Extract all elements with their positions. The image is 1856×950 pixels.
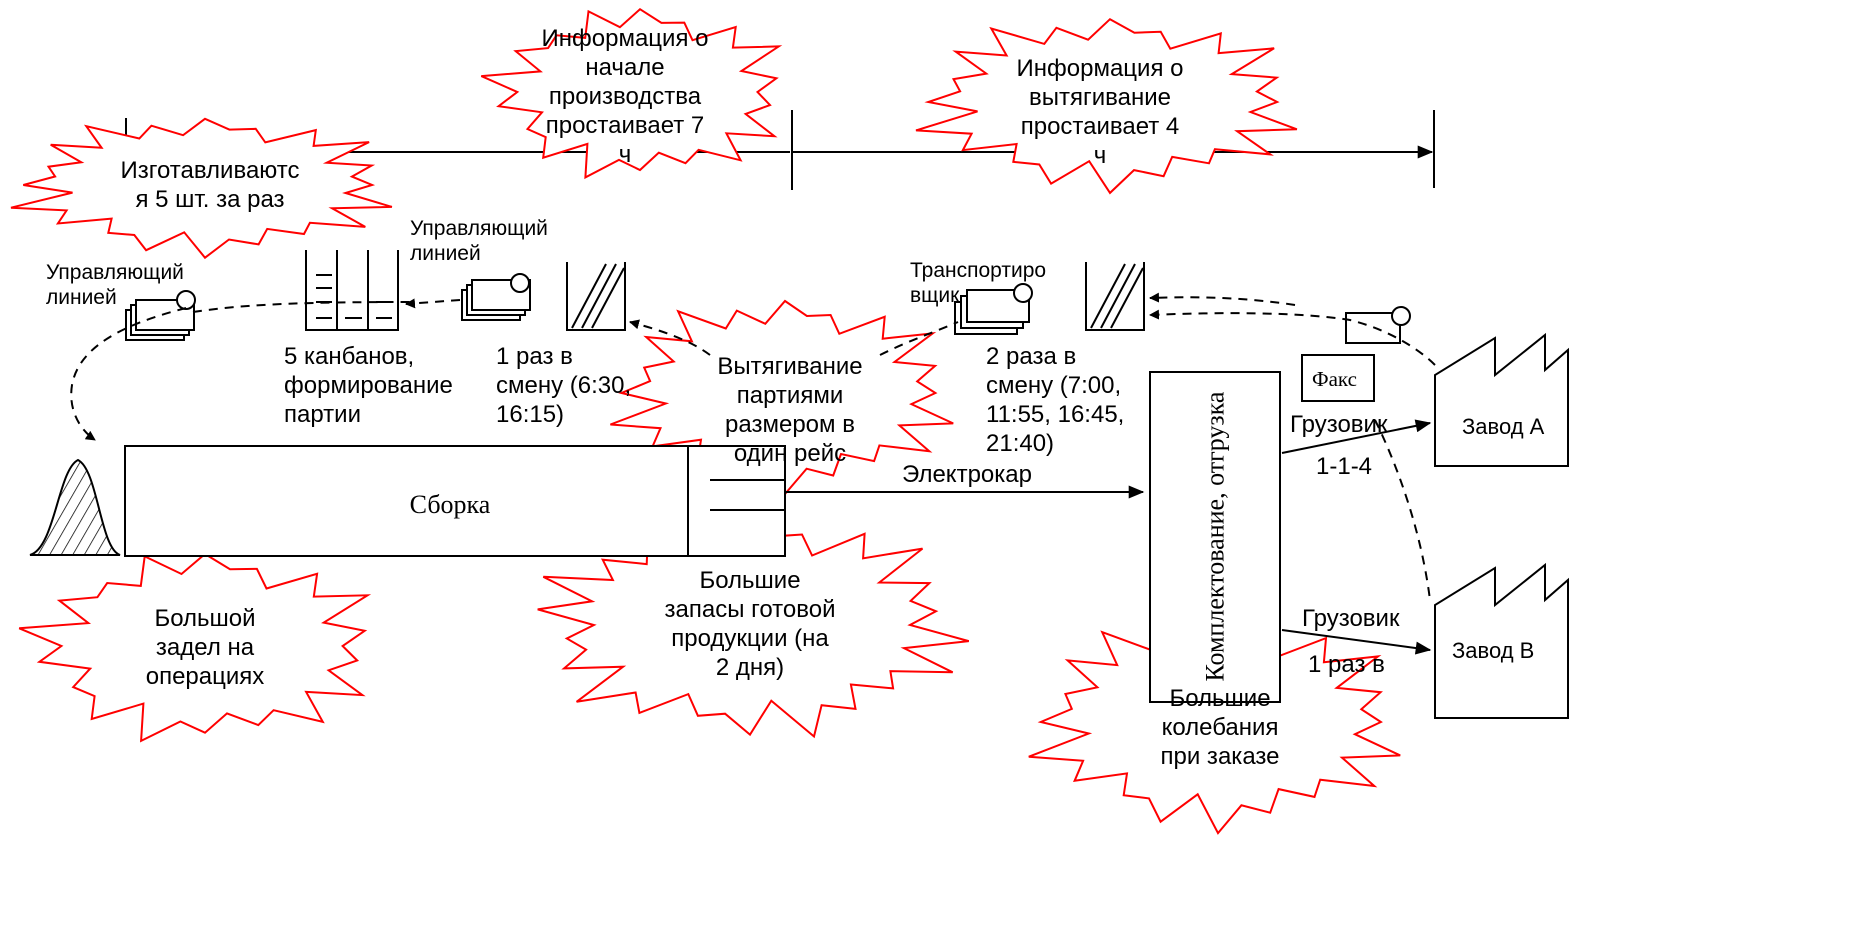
burst-text-line: колебания	[1161, 714, 1279, 741]
line-manager-left-label: Управляющий линией	[46, 260, 184, 310]
label-line: линией	[46, 286, 117, 309]
burst-text-line: ч	[618, 141, 632, 168]
label-line: 2 раза в	[986, 343, 1077, 370]
label-line: 16:15)	[496, 401, 565, 428]
assembly-label: Сборка	[409, 490, 491, 519]
label-line: смену (7:00,	[986, 372, 1122, 399]
plant-b-icon	[1434, 562, 1569, 719]
electrocar-label: Электрокар	[902, 461, 1032, 488]
truck-b-label: Грузовик	[1302, 605, 1400, 632]
label-line: 1 раз в	[496, 343, 573, 370]
burst-text-line: Информация о	[541, 25, 709, 52]
burst-order-fluctuation: Большие колебания при заказе	[1120, 684, 1320, 771]
burst-batch-size: Изготавливаютс я 5 шт. за раз	[100, 156, 320, 214]
plant-a-icon	[1434, 332, 1569, 467]
burst-text-line: операциях	[145, 663, 265, 690]
label-line: 1 раз в	[1308, 651, 1385, 678]
burst-wip-outline	[18, 552, 372, 743]
burst-order-fluctuation-outline	[1028, 619, 1401, 835]
burst-finished-goods-outline	[537, 513, 970, 739]
line-manager-mid-label: Управляющий линией	[410, 216, 548, 266]
kanban-loops	[70, 292, 1436, 601]
finished-goods-inventory	[687, 446, 784, 556]
transporter-label: Транспортиро вщик	[910, 258, 1046, 308]
shipping-label: Комплектование, отгрузка	[1200, 391, 1230, 682]
burst-text-line: продукции (на	[671, 625, 829, 652]
label-line: 5 канбанов,	[284, 343, 415, 370]
kanban-card-stack-right	[954, 283, 1033, 335]
fax-box	[1301, 354, 1375, 402]
label-line: Транспортиро	[910, 259, 1047, 282]
burst-text-line: производства	[548, 83, 702, 110]
truck-a-label: Грузовик	[1290, 411, 1388, 438]
burst-text-line: Вытягивание	[717, 353, 863, 380]
label-line: Управляющий	[410, 217, 548, 240]
burst-text-line: простаивает 4	[1020, 113, 1180, 140]
assembly-process-box	[124, 445, 786, 557]
burst-text-line: я 5 шт. за раз	[135, 186, 285, 213]
burst-pull-batches: Вытягивание партиями размером в один рей…	[690, 352, 890, 468]
burst-text-line: Большие	[1169, 685, 1271, 712]
burst-text-line: Большие	[699, 567, 801, 594]
burst-production-start-outline	[480, 7, 783, 180]
burst-pull-info: Информация о вытягивание простаивает 4 ч	[985, 54, 1215, 170]
truck-b-schedule: 1 раз в	[1308, 650, 1385, 679]
truck-a-schedule: 1-1-4	[1316, 453, 1373, 480]
burst-text-line: ч	[1093, 142, 1107, 169]
kanbans-label: 5 канбанов, формирование партии	[284, 342, 453, 429]
label-line: вщик	[910, 284, 960, 307]
burst-batch-size-outline	[10, 117, 393, 260]
burst-text-line: простаивает 7	[545, 112, 705, 139]
supermarket-kanban-post	[305, 250, 399, 331]
label-line: 21:40)	[986, 430, 1055, 457]
supermarket-right	[1085, 262, 1145, 331]
label-line: Управляющий	[46, 261, 184, 284]
burst-text-line: вытягивание	[1029, 84, 1171, 111]
once-per-shift-label: 1 раз в смену (6:30, 16:15)	[496, 342, 631, 429]
label-line: смену (6:30,	[496, 372, 632, 399]
burst-wip: Большой задел на операциях	[110, 604, 300, 691]
kanban-card-stack-left	[125, 290, 196, 341]
plant-b-label: Завод В	[1452, 638, 1535, 663]
fax-label: Факс	[1312, 367, 1357, 391]
burst-text-line: Большой	[154, 605, 256, 632]
label-line: 11:55, 16:45,	[986, 401, 1125, 428]
burst-text-line: размером в	[725, 411, 855, 438]
burst-text-line: задел на	[155, 634, 255, 661]
label-line: линией	[410, 242, 481, 265]
plant-a-label: Завод А	[1462, 414, 1545, 439]
twice-per-shift-label: 2 раза в смену (7:00, 11:55, 16:45, 21:4…	[986, 342, 1124, 458]
supermarket-middle	[566, 262, 626, 331]
kanban-card-customer	[1345, 306, 1411, 344]
burst-text-line: один рейс	[733, 440, 847, 467]
label-line: формирование	[284, 372, 453, 399]
burst-text-line: Информация о	[1016, 55, 1184, 82]
wip-inventory-icon	[29, 458, 121, 556]
burst-text-line: партиями	[736, 382, 844, 409]
burst-finished-goods: Большие запасы готовой продукции (на 2 д…	[640, 566, 860, 682]
shipping-process-box	[1149, 371, 1281, 703]
kanban-card-stack-mid	[461, 273, 531, 321]
burst-production-start-info: Информация о начале производства простаи…	[510, 24, 740, 169]
burst-text-line: Изготавливаютс	[120, 157, 300, 184]
burst-text-line: начале	[585, 54, 665, 81]
burst-pull-outline	[915, 17, 1298, 195]
burst-text-line: 2 дня)	[715, 654, 785, 681]
label-line: партии	[284, 401, 361, 428]
truck-b-arrow	[1281, 629, 1432, 655]
burst-text-line: запасы готовой	[664, 596, 836, 623]
burst-text-line: при заказе	[1160, 743, 1280, 770]
burst-shapes	[10, 7, 1401, 835]
truck-a-arrow	[1281, 419, 1432, 454]
